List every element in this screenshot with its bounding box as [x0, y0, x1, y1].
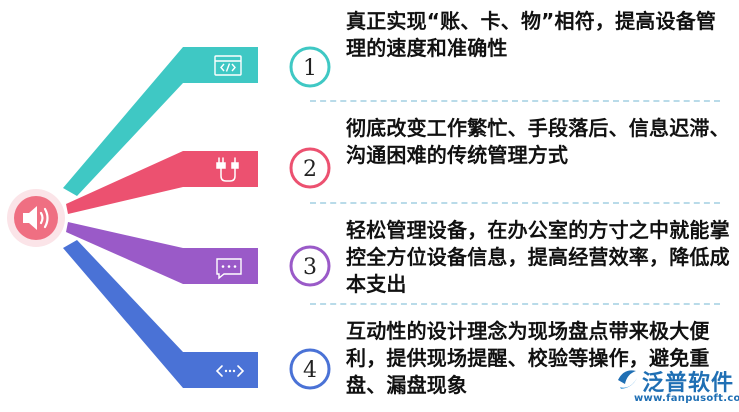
branch-1: 1: [63, 46, 331, 196]
code-window-icon: [214, 55, 242, 76]
branch-2-ribbon: [66, 151, 258, 214]
code-arrows-icon: [215, 365, 245, 377]
brand-mark-icon: [618, 370, 637, 389]
divider-3: [310, 303, 720, 305]
divider-1: [310, 100, 720, 102]
step-1-circle: [289, 46, 331, 88]
step-1-number: 1: [303, 56, 317, 81]
step-2-circle: [289, 147, 331, 189]
item-3-text: 轻松管理设备，在办公室的方寸之中就能掌控全方位设备信息，提高经营效率，降低成本支…: [346, 218, 730, 296]
chat-bubble-icon: [216, 258, 242, 280]
step-2-number: 2: [303, 157, 317, 182]
brand-logo: 泛普软件 www.fanpusoft.com: [612, 364, 739, 408]
step-3-number: 3: [303, 255, 317, 280]
item-2-text: 彻底改变工作繁忙、手段落后、信息迟滞、沟通困难的传统管理方式: [346, 116, 730, 167]
branch-4: 4: [63, 240, 331, 390]
step-4-number: 4: [303, 358, 317, 383]
branch-2: 2: [66, 147, 331, 214]
divider-2: [310, 202, 720, 204]
cable-plug-icon: [216, 157, 239, 182]
speaker-icon: [23, 206, 49, 230]
branch-3: 3: [66, 222, 331, 287]
center-speaker: [7, 189, 65, 247]
brand-name: 泛普软件: [642, 371, 735, 396]
step-3-circle: [289, 245, 331, 287]
item-1-text: 真正实现“账、卡、物”相符，提高设备管理的速度和准确性: [346, 9, 717, 60]
item-4-text: 互动性的设计理念为现场盘点带来极大便利，提供现场提醒、校验等操作，避免重盘、漏盘…: [346, 319, 710, 397]
branch-3-ribbon: [66, 222, 258, 284]
branch-1-ribbon: [63, 47, 258, 196]
brand-url: www.fanpusoft.com: [634, 393, 739, 404]
branch-4-ribbon: [63, 240, 258, 388]
step-4-circle: [289, 348, 331, 390]
